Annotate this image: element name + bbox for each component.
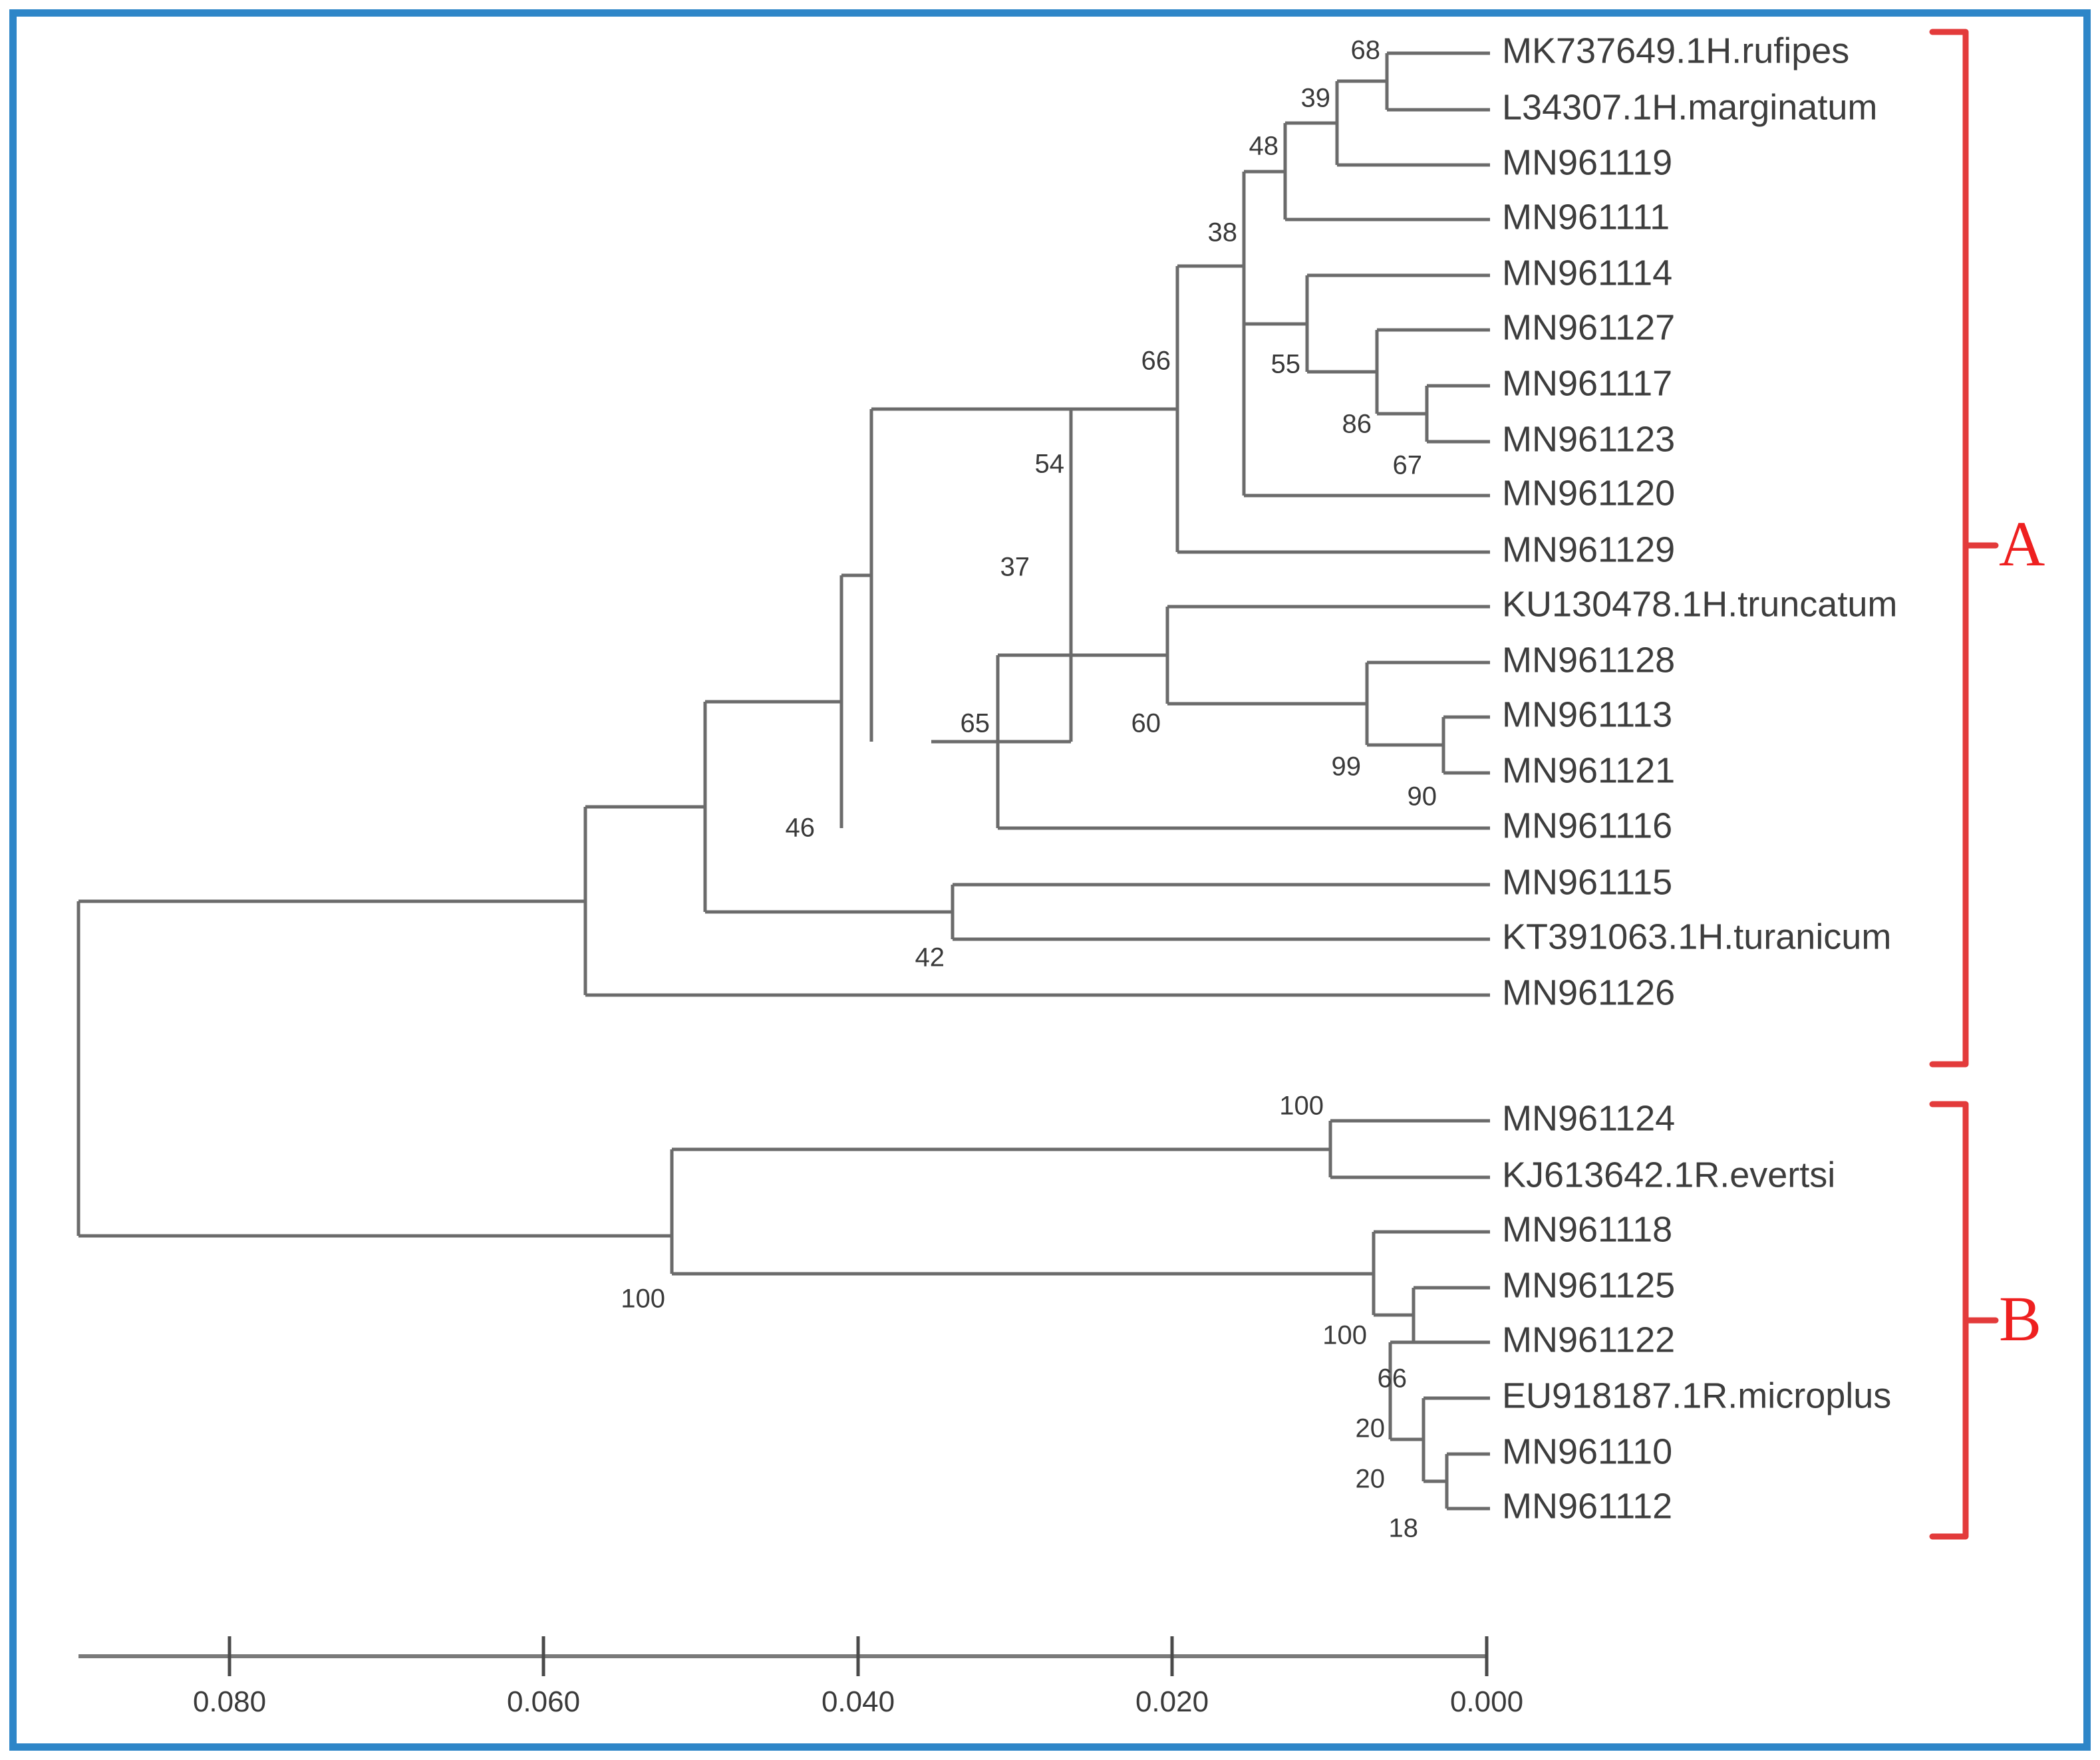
bootstrap-labels: 68 39 48 38 55 86 67 66 54 37 60 99 90 6… <box>621 36 1437 1543</box>
bootstrap-99: 99 <box>1332 752 1362 782</box>
bootstrap-100c: 100 <box>621 1284 665 1314</box>
taxon-label-23: EU918187.1R.microplus <box>1502 1376 1891 1415</box>
taxon-label-18: MN961124 <box>1502 1098 1675 1138</box>
bootstrap-46: 46 <box>786 813 816 843</box>
bootstrap-54: 54 <box>1035 450 1065 479</box>
taxon-label-4: MN961114 <box>1502 253 1672 293</box>
taxon-label-21: MN961125 <box>1502 1265 1675 1305</box>
taxon-label-19: KJ613642.1R.evertsi <box>1502 1155 1835 1195</box>
bootstrap-90: 90 <box>1408 782 1437 811</box>
taxon-label-0: MK737649.1H.rufipes <box>1502 31 1849 71</box>
taxon-label-13: MN961121 <box>1502 750 1675 790</box>
bootstrap-68: 68 <box>1351 36 1381 65</box>
taxon-label-16: KT391063.1H.turanicum <box>1502 917 1891 956</box>
bootstrap-100b: 100 <box>1322 1321 1367 1350</box>
taxon-label-25: MN961112 <box>1502 1486 1672 1526</box>
taxon-label-11: MN961128 <box>1502 640 1675 680</box>
bootstrap-66b: 66 <box>1378 1364 1408 1393</box>
bootstrap-66: 66 <box>1141 347 1171 376</box>
bootstrap-20a: 20 <box>1356 1414 1386 1443</box>
bootstrap-86: 86 <box>1342 410 1372 439</box>
bootstrap-42: 42 <box>915 943 945 972</box>
scale-tick-label-1: 0.060 <box>507 1686 580 1718</box>
taxon-label-14: MN961116 <box>1502 806 1672 845</box>
taxon-label-20: MN961118 <box>1502 1209 1672 1249</box>
taxon-label-8: MN961120 <box>1502 473 1675 513</box>
taxon-label-12: MN961113 <box>1502 694 1672 734</box>
bootstrap-67: 67 <box>1393 451 1423 480</box>
bootstrap-37: 37 <box>1000 553 1030 582</box>
taxon-label-15: MN961115 <box>1502 862 1672 902</box>
tree-branches <box>76 51 1490 1511</box>
taxon-label-17: MN961126 <box>1502 972 1675 1012</box>
clade-a-letter: A <box>1999 508 2045 579</box>
clade-b-letter: B <box>1999 1283 2041 1354</box>
taxon-label-10: KU130478.1H.truncatum <box>1502 584 1897 624</box>
scale-axis: 0.080 0.060 0.040 0.020 0.000 <box>78 1636 1523 1718</box>
taxon-label-24: MN961110 <box>1502 1431 1672 1471</box>
scale-tick-label-4: 0.000 <box>1450 1686 1523 1718</box>
bootstrap-18: 18 <box>1389 1514 1419 1543</box>
scale-tick-label-0: 0.080 <box>193 1686 266 1718</box>
bootstrap-20b: 20 <box>1356 1465 1386 1494</box>
bootstrap-48: 48 <box>1249 132 1279 161</box>
scale-tick-label-3: 0.020 <box>1135 1686 1209 1718</box>
scale-tick-label-2: 0.040 <box>822 1686 895 1718</box>
bootstrap-100a: 100 <box>1279 1092 1324 1121</box>
bootstrap-39: 39 <box>1301 84 1331 113</box>
taxon-label-3: MN961111 <box>1502 197 1670 237</box>
taxon-label-6: MN961117 <box>1502 363 1672 403</box>
bootstrap-60: 60 <box>1131 709 1161 738</box>
taxon-label-2: MN961119 <box>1502 142 1672 182</box>
taxon-label-5: MN961127 <box>1502 307 1675 347</box>
taxon-label-1: L34307.1H.marginatum <box>1502 87 1877 127</box>
bootstrap-65: 65 <box>961 709 990 738</box>
blue-border-frame <box>9 9 2091 1751</box>
bootstrap-55: 55 <box>1271 350 1301 379</box>
taxon-labels: MK737649.1H.rufipes L34307.1H.marginatum… <box>1502 31 1897 1526</box>
taxon-label-9: MN961129 <box>1502 529 1675 569</box>
clade-brackets: A B <box>1929 29 2045 1540</box>
taxon-label-22: MN961122 <box>1502 1320 1675 1360</box>
bootstrap-38: 38 <box>1208 218 1238 247</box>
taxon-label-7: MN961123 <box>1502 419 1675 459</box>
